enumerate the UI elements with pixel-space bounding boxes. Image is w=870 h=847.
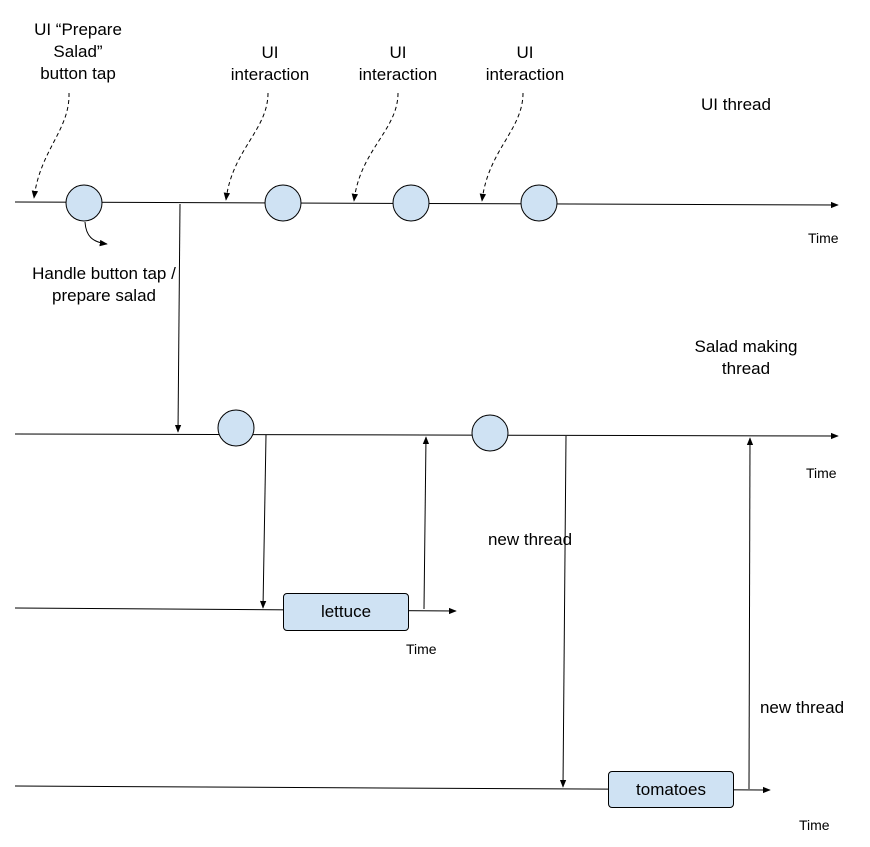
ui-interaction-2-line-1: UI [389,43,407,62]
handle-tap-label-line-2: prepare salad [52,286,156,305]
handle-tap-label: Handle button tap / prepare salad [16,263,192,307]
lettuce-task-box: lettuce [283,593,409,631]
ui-to-salad-arrow [174,203,182,433]
ui-interaction-1-dashed-arrow [223,92,269,201]
salad-to-tomatoes-arrow [559,435,567,788]
tomatoes-task-box: tomatoes [608,771,734,808]
ui-interaction-3-line-2: interaction [485,65,565,84]
ui-interaction-2-line-2: interaction [358,65,438,84]
button-tap-label-line-3: button tap [40,64,116,83]
new-thread-label-1: new thread [487,530,573,549]
salad-thread-timeline [14,432,839,440]
lettuce-to-salad-arrow [422,436,430,610]
button-tap-dashed-arrow [31,92,70,199]
tomatoes-to-salad-arrow [746,437,754,790]
handle-tap-curved-arrow [84,221,108,247]
ui-interaction-2-label: UI interaction [346,42,450,86]
ui-node-button-tap [65,184,103,222]
ui-interaction-1-line-2: interaction [230,65,310,84]
salad-time-label: Time [806,465,837,481]
salad-thread-label-line-1: Salad making [694,337,798,356]
ui-interaction-1-line-1: UI [261,43,279,62]
ui-interaction-3-dashed-arrow [479,92,524,202]
button-tap-label-line-1: UI “Prepare [34,20,122,39]
ui-time-label: Time [808,230,839,246]
salad-node-2 [471,414,509,452]
salad-thread-label: Salad making thread [690,336,802,380]
ui-node-interaction-1 [264,184,302,222]
button-tap-label: UI “Prepare Salad” button tap [14,19,142,85]
ui-node-interaction-2 [392,184,430,222]
salad-node-1 [217,409,255,447]
salad-thread-label-line-2: thread [721,359,771,378]
button-tap-label-line-2: Salad” [53,42,103,61]
ui-thread-label: UI thread [701,95,771,114]
salad-to-lettuce-arrow [259,434,267,609]
ui-interaction-2-dashed-arrow [351,92,399,202]
ui-interaction-3-line-1: UI [516,43,534,62]
ui-interaction-1-label: UI interaction [218,42,322,86]
ui-interaction-3-label: UI interaction [473,42,577,86]
new-thread-label-2: new thread [759,698,845,717]
lettuce-time-label: Time [406,641,437,657]
ui-node-interaction-3 [520,184,558,222]
tomatoes-time-label: Time [799,817,830,833]
handle-tap-label-line-1: Handle button tap / [32,264,176,283]
